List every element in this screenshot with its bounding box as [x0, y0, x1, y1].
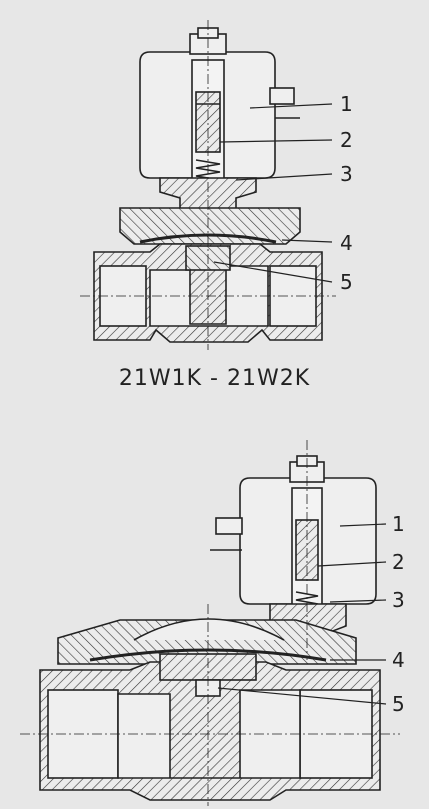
bottom-callout-2: 2 — [392, 550, 405, 574]
top-valve — [80, 20, 336, 350]
top-callout-1: 1 — [340, 92, 353, 116]
bottom-callout-4: 4 — [392, 648, 405, 672]
top-cover-plate — [119, 207, 301, 245]
top-callout-3: 3 — [340, 162, 353, 186]
bottom-callout-5: 5 — [392, 692, 405, 716]
top-callout-2: 2 — [340, 128, 353, 152]
bottom-valve — [20, 440, 400, 806]
bottom-dome — [133, 618, 285, 641]
top-callout-5: 5 — [340, 270, 353, 294]
bottom-connector — [215, 517, 243, 535]
top-diaphragm — [139, 233, 277, 244]
bottom-callout-1: 1 — [392, 512, 405, 536]
top-connector — [269, 87, 295, 105]
bottom-callout-3: 3 — [392, 588, 405, 612]
diagram-caption: 21W1K - 21W2K — [118, 366, 311, 391]
top-callout-4: 4 — [340, 231, 353, 255]
